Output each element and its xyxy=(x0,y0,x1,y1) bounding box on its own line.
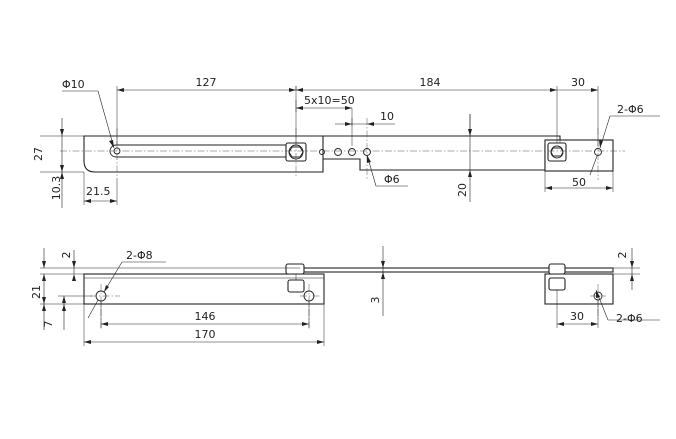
dim-3: 3 xyxy=(369,297,382,304)
dim-30-bottom: 30 xyxy=(570,310,584,323)
dim-phi10: Φ10 xyxy=(62,78,85,91)
side-bolt xyxy=(285,263,305,293)
dim-170: 170 xyxy=(195,328,216,341)
dim-21: 21 xyxy=(30,285,43,299)
dim-2-right: 2 xyxy=(616,252,629,259)
side-strip xyxy=(299,267,614,273)
dim-30-top: 30 xyxy=(571,76,585,89)
top-long-arm xyxy=(299,135,561,171)
dim-50: 50 xyxy=(572,176,586,189)
dim-2-phi6-bottom: 2-Φ6 xyxy=(616,312,643,325)
top-bracket-bolt xyxy=(547,142,567,162)
dim-7: 7 xyxy=(42,321,55,328)
dim-2-phi6-top: 2-Φ6 xyxy=(617,103,644,116)
side-right-bolt xyxy=(548,263,566,291)
side-left-plate xyxy=(83,273,325,305)
dim-2-left: 2 xyxy=(60,252,73,259)
side-view: 21 2 7 2-Φ8 3 2 146 xyxy=(30,246,660,346)
dim-184: 184 xyxy=(420,76,441,89)
dim-10-3: 10.3 xyxy=(50,176,63,201)
dim-phi6: Φ6 xyxy=(384,173,400,186)
dim-5x10-50: 5x10=50 xyxy=(304,94,355,107)
dim-27: 27 xyxy=(32,147,45,161)
top-view: 127 184 30 Φ10 5x10=50 10 xyxy=(32,76,660,208)
dim-10: 10 xyxy=(380,110,394,123)
dim-2-phi8: 2-Φ8 xyxy=(126,249,153,262)
dim-20: 20 xyxy=(456,183,469,197)
dim-127: 127 xyxy=(196,76,217,89)
dim-146: 146 xyxy=(195,310,216,323)
dim-21-5: 21.5 xyxy=(86,185,111,198)
